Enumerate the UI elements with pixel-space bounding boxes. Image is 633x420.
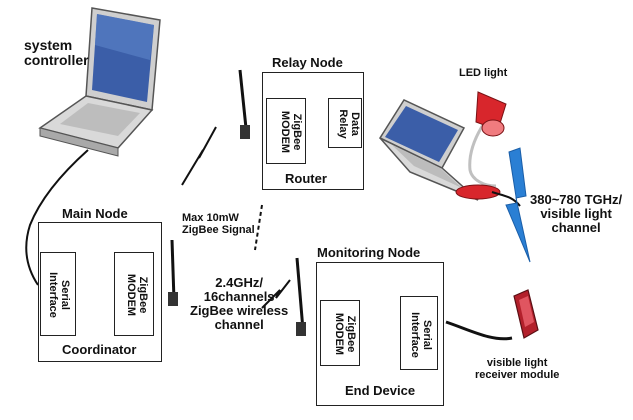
main-serial-label: Serial Interface [47, 272, 72, 318]
visible-channel-label-line3: channel [551, 220, 601, 236]
main-modem-label: ZigBee MODEM [125, 273, 150, 317]
monitor-role-label: End Device [345, 383, 416, 398]
monitor-serial-box: Serial Interface [400, 296, 438, 370]
channel-label-line3: ZigBee wireless [190, 303, 289, 319]
receiver-label: visible light receiver module [475, 357, 560, 382]
signal-label-line2: ZigBee Signal [182, 223, 255, 236]
main-serial-box: Serial Interface [40, 252, 76, 336]
receiver-label-line2: receiver module [475, 368, 560, 381]
receiver-module-icon [513, 289, 539, 339]
relay-data-box: Data Relay [328, 98, 362, 148]
visible-light-bolt [505, 147, 531, 263]
channel-label-line1: 2.4GHz/ [215, 275, 263, 290]
signal-label-line1: Max 10mW [182, 212, 239, 224]
relay-role-label: Router [285, 171, 327, 186]
monitor-antenna-icon [295, 257, 306, 336]
relay-link-bolt [181, 126, 217, 186]
monitor-modem-label: ZigBee MODEM [333, 312, 358, 356]
signal-dash [254, 204, 263, 251]
controller-cable [25, 149, 89, 286]
main-role-label: Coordinator [62, 342, 137, 357]
led-lamp-icon [455, 91, 521, 207]
main-modem-box: ZigBee MODEM [114, 252, 154, 336]
receiver-label-line1: visible light [486, 357, 548, 369]
relay-antenna-icon [238, 69, 250, 139]
relay-modem-box: ZigBee MODEM [266, 98, 306, 164]
led-light-label: LED light [459, 67, 508, 79]
main-antenna-icon [168, 239, 178, 306]
relay-node-title: Relay Node [272, 55, 343, 70]
channel-label-line2: 16channels [203, 289, 275, 305]
monitor-link-bolt [261, 279, 291, 309]
system-controller-label: system controller [24, 37, 89, 69]
signal-label: Max 10mW ZigBee Signal [182, 212, 255, 237]
relay-modem-label: ZigBee MODEM [279, 110, 304, 154]
relay-data-label: Data Relay [337, 109, 362, 139]
channel-label-line4: channel [214, 317, 264, 333]
monitor-modem-box: ZigBee MODEM [320, 300, 360, 366]
system-controller-label-line2: controller [24, 52, 89, 69]
receiver-cable [445, 320, 513, 341]
main-node-title: Main Node [62, 206, 128, 221]
controller-laptop-icon [38, 7, 161, 157]
visible-channel-label: 380~780 TGHz/ visible light channel [530, 192, 623, 236]
monitoring-node-title: Monitoring Node [317, 245, 421, 260]
system-controller-label-line1: system [24, 37, 73, 53]
channel-label: 2.4GHz/ 16channels ZigBee wireless chann… [190, 275, 289, 333]
visible-channel-label-line1: 380~780 TGHz/ [530, 192, 623, 207]
right-laptop-icon [378, 99, 479, 201]
visible-channel-label-line2: visible light [540, 206, 612, 222]
monitor-serial-label: Serial Interface [409, 312, 434, 358]
